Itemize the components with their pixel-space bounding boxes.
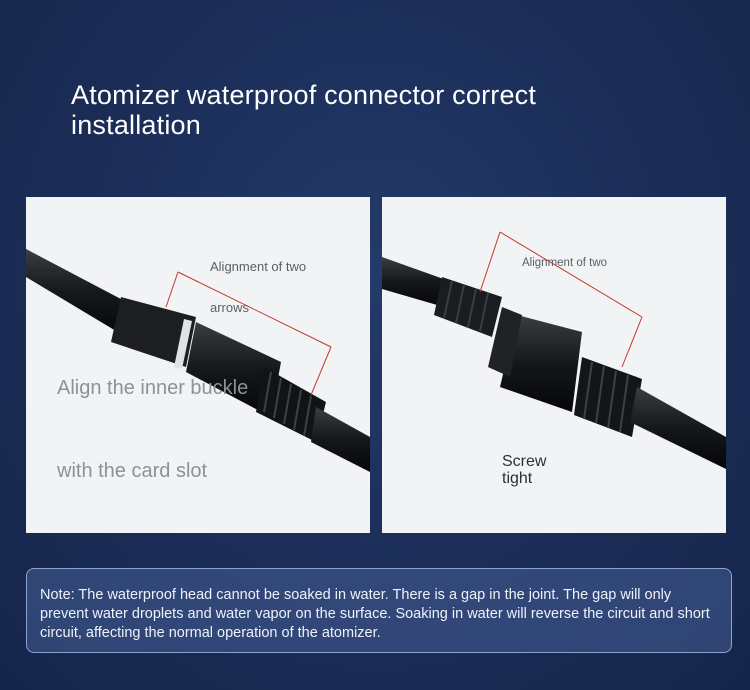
caption-align-buckle: Align the inner buckle xyxy=(57,377,249,399)
caption-screw: Screw xyxy=(502,453,547,470)
caption-card-slot: with the card slot xyxy=(57,460,208,482)
page-title: Atomizer waterproof connector correct in… xyxy=(71,80,537,140)
alignment-line xyxy=(479,231,643,368)
note-box: Note: The waterproof head cannot be soak… xyxy=(26,568,732,653)
alignment-label-line2: arrows xyxy=(210,300,250,315)
left-photo-panel: Alignment of two arrows Align the inner … xyxy=(26,197,370,533)
connector-photo-screwed xyxy=(382,231,726,469)
right-photo-panel: Alignment of two Screw tight xyxy=(382,197,726,533)
alignment-line xyxy=(165,271,332,396)
connector-photo-aligned xyxy=(26,249,370,472)
alignment-label: Alignment of two xyxy=(522,257,608,269)
caption-tight: tight xyxy=(502,470,533,487)
alignment-label-line1: Alignment of two xyxy=(210,259,307,274)
